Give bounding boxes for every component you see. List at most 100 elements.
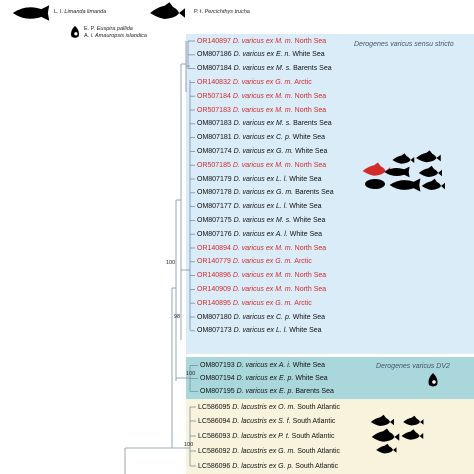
leaf-label: OM807183 D. varicus ex M. s. Barents Sea [197, 119, 332, 128]
species-name: D. varicus ex M. s. [233, 65, 294, 73]
leaf-label: OM807180 D. varicus ex C. p. White Sea [197, 313, 325, 322]
leaf-label: OR140909 D. varicus ex M. m. North Sea [197, 285, 326, 294]
perch-icon [371, 428, 400, 442]
species-name: D. varicus ex M. s. [233, 216, 294, 224]
locality: North Sea [294, 106, 327, 114]
locality: White Sea [289, 230, 323, 238]
species-name: D. varicus ex M. m. [232, 92, 295, 100]
locality: South Atlantic [297, 447, 341, 455]
leaf-label: OM807176 D. varicus ex A. l. White Sea [197, 230, 322, 239]
locality: White Sea [292, 51, 325, 59]
accession-number: OR507185 [197, 161, 233, 169]
fish-black-icon [376, 443, 397, 454]
species-name: D. varicus ex C. p. [233, 134, 293, 142]
locality: White Sea [292, 134, 326, 142]
species-name: D. lacustris ex G. m. [232, 447, 298, 455]
fish-black-icon [403, 415, 424, 426]
leaf-label: OM807177 D. varicus ex L. l. White Sea [197, 202, 322, 211]
species-name: D. varicus ex C. p. [233, 313, 293, 321]
accession-number: LC586095 [198, 403, 233, 411]
accession-number: OM807178 [197, 189, 234, 197]
leaf-label: OR140895 D. varicus ex G. m. Arctic [197, 299, 312, 308]
clade-box-sensu-stricto [186, 34, 474, 354]
locality: White Sea [293, 216, 326, 224]
locality: White Sea [295, 147, 328, 155]
accession-number: OR140894 [197, 244, 233, 252]
species-name: D. varicus ex M. m. [232, 285, 295, 293]
accession-number: OR507184 [197, 92, 233, 100]
leaf-label: OM807194 D. varicus ex E. p. White Sea [200, 374, 328, 383]
support-value: 98 [174, 314, 181, 320]
support-value: 100 [186, 371, 196, 377]
leaf-label: OM807195 D. varicus ex E. p. Barents Sea [200, 387, 334, 396]
snail-icon-opening [432, 380, 436, 384]
accession-number: LC586096 [198, 462, 233, 470]
clade-box-dv2 [186, 357, 474, 399]
locality: South Atlantic [295, 462, 339, 470]
accession-number: OM807179 [197, 175, 234, 183]
clade-label-dv2: Derogenes varicus DV2 [376, 363, 450, 370]
support-value: 100 [166, 260, 176, 266]
perch-icon [150, 2, 185, 19]
locality: North Sea [294, 37, 327, 45]
fish-black-icon [401, 429, 424, 440]
accession-number: OM807176 [197, 230, 234, 238]
leaf-label: OM807184 D. varicus ex M. s. Barents Sea [197, 64, 332, 73]
accession-number: LC586094 [198, 417, 233, 425]
leaf-label: OR140897 D. varicus ex M. m. North Sea [197, 37, 326, 46]
accession-number: OM807180 [197, 313, 234, 321]
leaf-label: OM807174 D. varicus ex G. m. White Sea [197, 147, 327, 156]
species-name: D. varicus ex G. m. [232, 258, 295, 266]
fish-black-icon [392, 153, 415, 164]
locality: White Sea [289, 327, 322, 335]
leaf-label: OR507185 D. varicus ex M. m. North Sea [197, 161, 326, 170]
accession-number: OR140779 [197, 258, 233, 266]
accession-number: OM807173 [197, 327, 234, 335]
accession-number: LC586093 [198, 432, 233, 440]
leaf-label: LC586095 D. lacustris ex O. m. South Atl… [198, 403, 340, 412]
species-name: D. varicus ex E. p. [236, 388, 296, 395]
clade-label-sensu-stricto: Derogenes varicus sensu stricto [354, 41, 454, 48]
species-name: D. varicus ex M. m. [232, 272, 295, 280]
accession-number: OR140895 [197, 299, 233, 307]
accession-number: OR140832 [197, 78, 233, 86]
accession-number: OR140909 [197, 285, 233, 293]
locality: South Atlantic [297, 403, 341, 411]
locality: Barents Sea [293, 65, 332, 73]
leaf-label: OR507184 D. varicus ex M. m. North Sea [197, 92, 326, 101]
locality: Barents Sea [295, 388, 334, 395]
locality: Arctic [294, 299, 312, 307]
legend-limanda: L. l. Limanda limanda [54, 9, 107, 15]
species-name: D. lacustris ex G. p. [232, 462, 296, 470]
locality: North Sea [294, 244, 327, 252]
locality: Arctic [294, 258, 312, 266]
leaf-label: OM807179 D. varicus ex L. l. White Sea [197, 175, 322, 184]
species-name: D. varicus ex G. m. [232, 78, 295, 86]
leaf-label: LC586096 D. lacustris ex G. p. South Atl… [198, 462, 338, 471]
leaf-label: OM807173 D. varicus ex L. l. White Sea [197, 326, 322, 335]
accession-number: OM807183 [197, 120, 234, 128]
locality: White Sea [292, 313, 326, 321]
accession-number: OM807175 [197, 216, 234, 224]
accession-number: OR507183 [197, 106, 233, 114]
leaf-label: LC586092 D. lacustris ex G. m. South Atl… [198, 447, 340, 456]
accession-number: OM807194 [200, 375, 237, 382]
leaf-label: OR140779 D. varicus ex G. m. Arctic [197, 257, 312, 266]
locality: North Sea [294, 92, 327, 100]
flatfish-icon [389, 178, 421, 192]
species-name: D. varicus ex E. n. [233, 51, 293, 59]
leaf-label: OR140832 D. varicus ex G. m. Arctic [197, 78, 312, 87]
legend-euspira: E. P. Euspira pallida [84, 26, 133, 32]
fish-red-icon [362, 162, 391, 176]
locality: Barents Sea [293, 120, 332, 128]
fish-black-icon [370, 414, 394, 426]
species-name: D. lacustris ex P. t. [232, 432, 292, 440]
leaf-label: OM807186 D. varicus ex E. n. White Sea [197, 50, 325, 59]
species-name: D. varicus ex G. m. [233, 189, 296, 197]
accession-number: OM807193 [200, 362, 237, 369]
legend-percichthys: P. t. Percichthys trucha [194, 9, 250, 15]
locality: White Sea [289, 203, 322, 211]
locality: North Sea [294, 161, 327, 169]
species-name: D. varicus ex A. l. [233, 230, 290, 238]
species-name: D. varicus ex M. m. [232, 161, 295, 169]
